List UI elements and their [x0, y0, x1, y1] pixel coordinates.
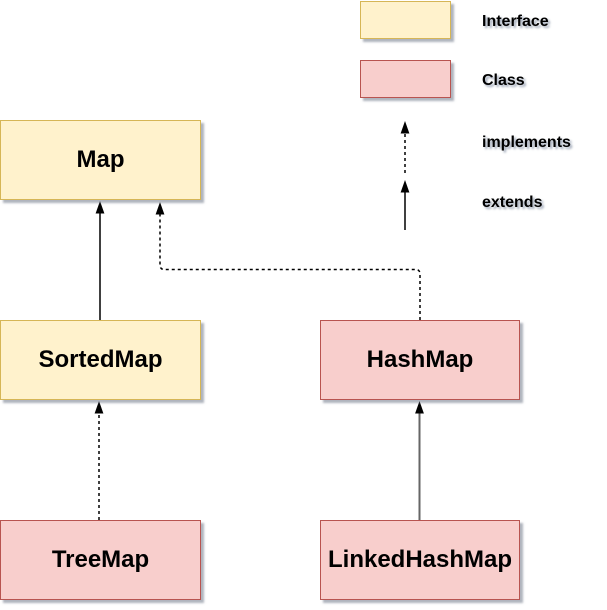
legend-label-extends: extends: [482, 194, 543, 211]
legend-swatch-class: [360, 60, 451, 98]
node-treemap-label: TreeMap: [51, 546, 150, 573]
node-linkedhashmap-class[interactable]: LinkedHashMap: [320, 520, 520, 600]
node-hashmap-class[interactable]: HashMap: [320, 320, 520, 400]
node-sortedmap-interface[interactable]: SortedMap: [0, 320, 201, 400]
legend-label-class: Class: [482, 72, 525, 89]
node-linkedhashmap-label: LinkedHashMap: [327, 546, 513, 573]
legend-extends-arrow: [400, 180, 410, 230]
legend-swatch-interface: [360, 1, 451, 39]
edge-hashmap-implements-map: [155, 202, 421, 320]
legend-label-interface: Interface: [482, 13, 549, 30]
node-map-label: Map: [76, 146, 125, 173]
legend-label-implements: implements: [482, 134, 571, 151]
legend-implements-arrow: [400, 121, 410, 173]
node-hashmap-label: HashMap: [366, 346, 474, 373]
edge-sortedmap-extends-map: [95, 201, 105, 320]
edge-treemap-implements-sortedmap: [94, 401, 104, 520]
node-treemap-class[interactable]: TreeMap: [0, 520, 201, 600]
node-sortedmap-label: SortedMap: [38, 346, 163, 373]
node-map-interface[interactable]: Map: [0, 120, 201, 200]
edge-linkedhashmap-extends-hashmap: [415, 401, 424, 520]
